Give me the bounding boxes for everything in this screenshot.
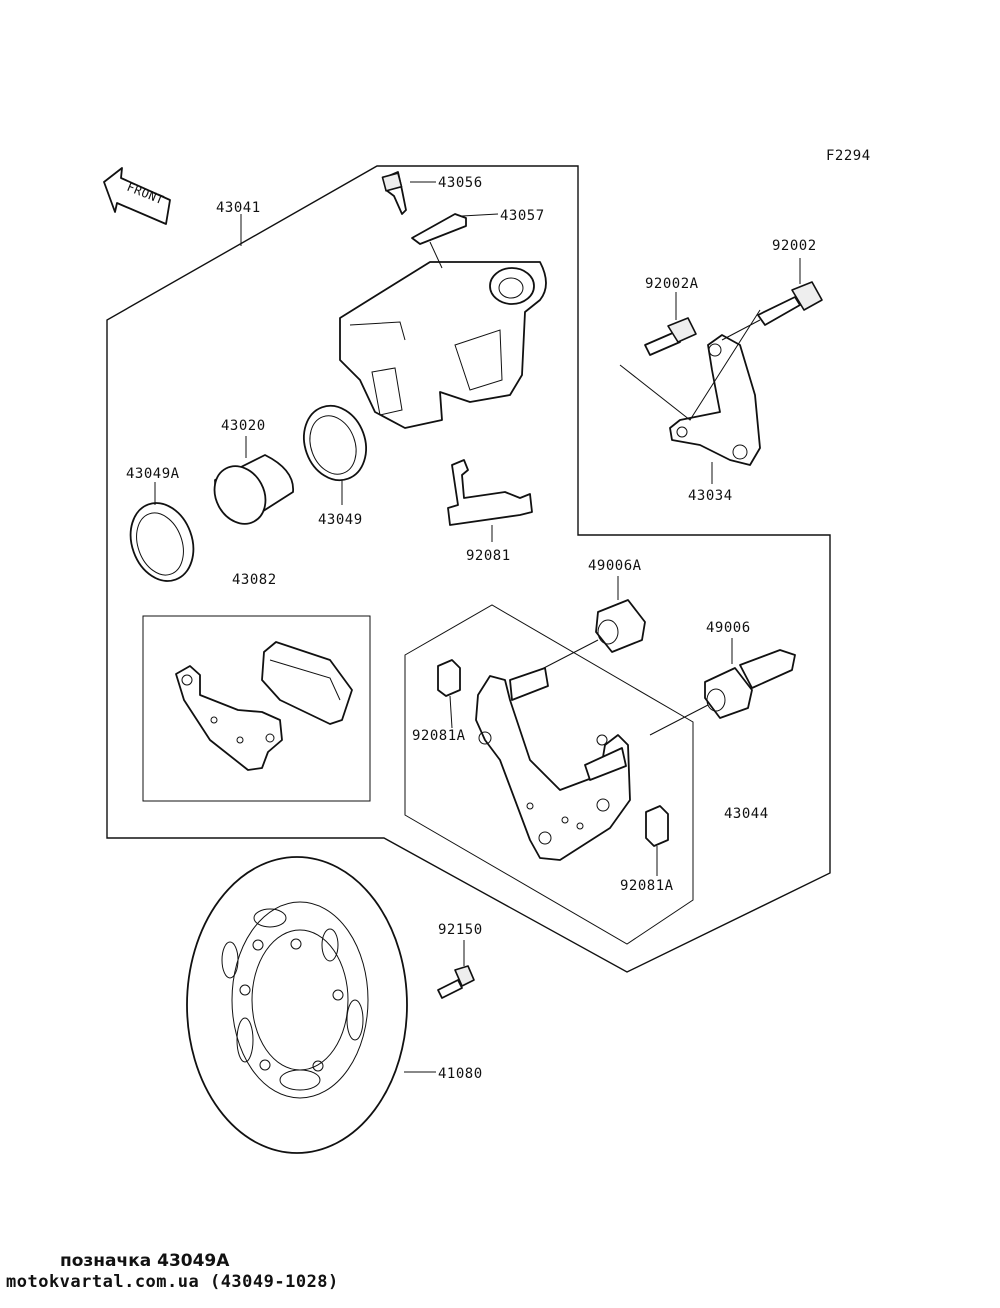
label-92081A-bottom: 92081A — [620, 878, 674, 894]
caliper-holder — [475, 667, 631, 861]
brake-pad-right — [261, 641, 353, 725]
source-watermark: motokvartal.com.ua (43049-1028) — [6, 1272, 339, 1292]
rotor-bolt — [437, 965, 475, 999]
clip-92081A-top — [437, 659, 461, 697]
label-43041: 43041 — [216, 200, 261, 216]
caliper-bracket — [669, 334, 761, 466]
label-92002A: 92002A — [645, 276, 699, 292]
leader-49006A-b — [539, 639, 599, 671]
assembly-outline-43044 — [404, 604, 694, 945]
assembly-outline-43041 — [106, 165, 831, 973]
boot-49006 — [704, 649, 796, 719]
boot-49006A — [595, 599, 646, 653]
label-92002: 92002 — [772, 238, 817, 254]
leader-92081A-top — [449, 695, 453, 729]
label-92150: 92150 — [438, 922, 483, 938]
bolt-92002A — [644, 317, 697, 356]
label-43044: 43044 — [724, 806, 769, 822]
leader-43057 — [461, 213, 499, 217]
label-41080: 41080 — [438, 1066, 483, 1082]
seal-43049A — [129, 502, 195, 582]
label-43082: 43082 — [232, 572, 277, 588]
label-43049A: 43049A — [126, 466, 180, 482]
label-92081: 92081 — [466, 548, 511, 564]
label-49006A: 49006A — [588, 558, 642, 574]
label-43020: 43020 — [221, 418, 266, 434]
pad-spring — [447, 459, 533, 526]
leader-92002A-b — [619, 309, 761, 421]
caliper-body — [339, 261, 547, 429]
brake-pad-left — [175, 665, 283, 771]
seal-43049 — [303, 404, 367, 482]
bleeder-cap — [411, 213, 467, 245]
leader-49006-b — [649, 704, 709, 736]
brake-disc — [186, 856, 408, 1154]
leader-92002-b — [721, 319, 761, 341]
piston — [213, 454, 294, 525]
bleeder-valve — [381, 171, 407, 215]
caption: позначка 43049A — [60, 1251, 230, 1271]
label-43057: 43057 — [500, 208, 545, 224]
label-43034: 43034 — [688, 488, 733, 504]
label-43056: 43056 — [438, 175, 483, 191]
bolt-92002 — [757, 281, 823, 326]
front-arrow-icon: FRONT — [103, 167, 171, 225]
label-92081A-top: 92081A — [412, 728, 466, 744]
leader-43057-b — [429, 241, 443, 269]
label-43049: 43049 — [318, 512, 363, 528]
label-49006: 49006 — [706, 620, 751, 636]
pad-set-box — [142, 615, 371, 802]
clip-92081A-bottom — [645, 805, 669, 847]
figure-code: F2294 — [826, 148, 871, 164]
